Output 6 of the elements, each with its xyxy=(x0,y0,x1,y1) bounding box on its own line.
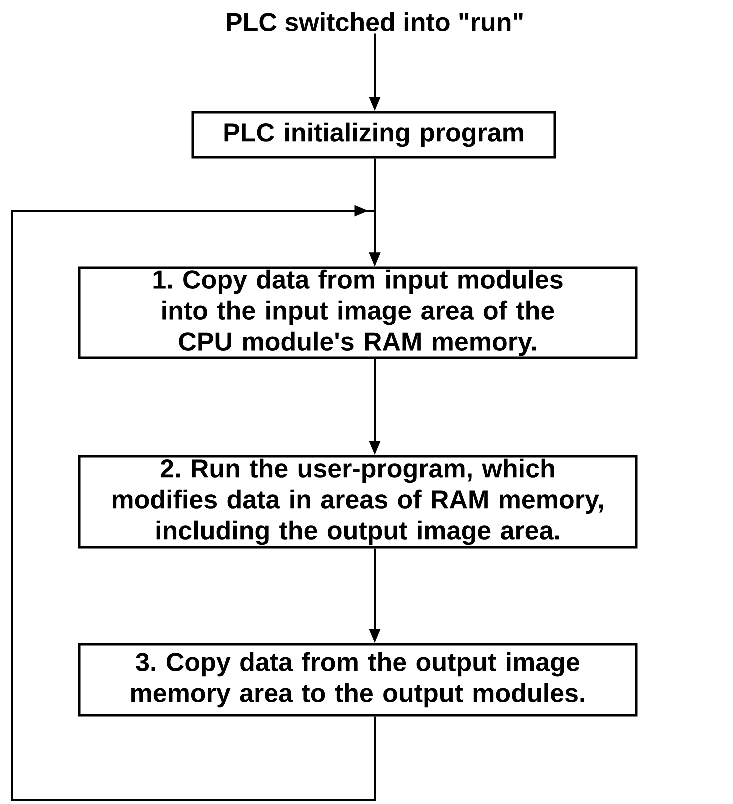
process-box: 3. Copy data from the output image memory area to the output modules. xyxy=(78,643,638,717)
process-box: PLC initializing program xyxy=(192,111,556,159)
loop-arrow xyxy=(11,205,381,801)
start-label: PLC switched into "run" xyxy=(227,12,523,32)
process-box: 2. Run the user-program, which modifies data in areas of RAM memory, including the output image area. xyxy=(78,455,638,549)
process-box: 1. Copy data from input modules into the input image area of the CPU module's RAM memory. xyxy=(78,266,638,360)
